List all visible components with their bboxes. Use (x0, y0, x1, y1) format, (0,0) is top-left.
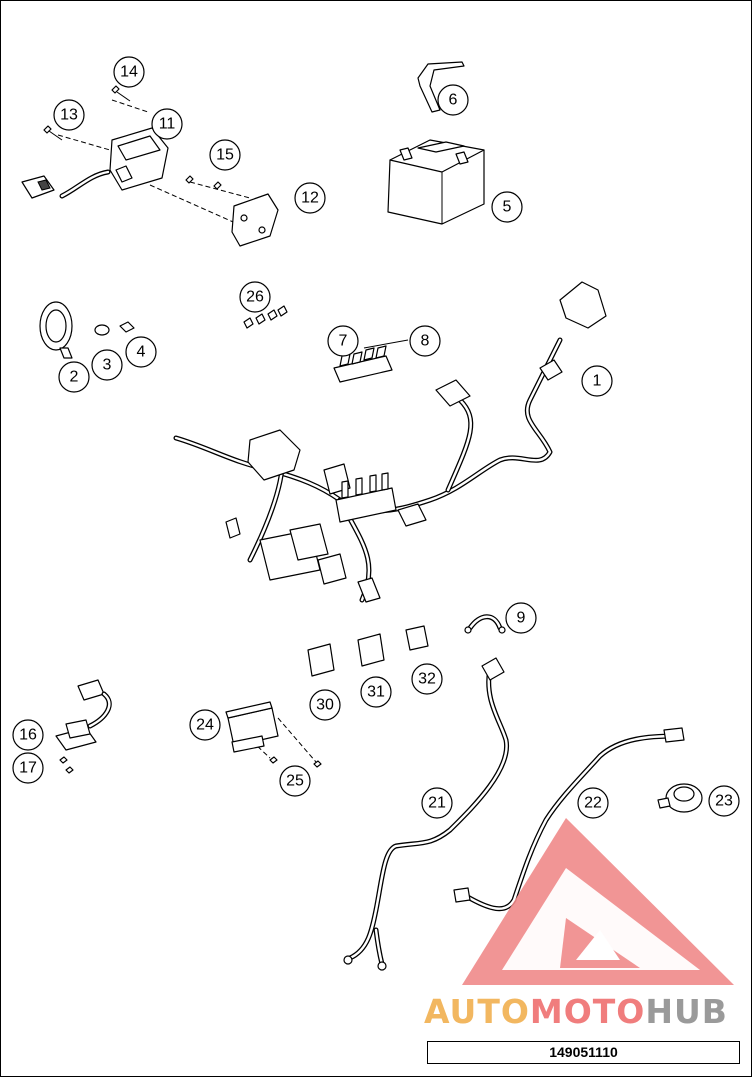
callout-15-label: 15 (216, 147, 234, 164)
callout-26: 26 (239, 281, 271, 313)
callout-17: 17 (12, 752, 44, 784)
callout-4-label: 4 (137, 344, 146, 361)
callout-13-label: 13 (60, 107, 78, 124)
callout-7: 7 (327, 325, 359, 357)
watermark-word-3: HUB (645, 992, 728, 1031)
callout-7-label: 7 (339, 333, 348, 350)
callout-6: 6 (437, 84, 469, 116)
horn-assembly (39, 301, 135, 359)
watermark-word-2: MOTO (529, 992, 646, 1031)
terminal-set (243, 305, 288, 329)
callout-1: 1 (581, 365, 613, 397)
callout-30-label: 30 (316, 697, 334, 714)
callout-21-label: 21 (428, 795, 446, 812)
callout-15: 15 (209, 139, 241, 171)
callout-2: 2 (58, 361, 90, 393)
callout-25-label: 25 (286, 773, 304, 790)
callout-8: 8 (409, 325, 441, 357)
control-unit (225, 701, 322, 768)
callout-17-label: 17 (19, 760, 37, 777)
callout-12: 12 (294, 182, 326, 214)
callout-26-label: 26 (246, 289, 264, 306)
callout-13: 13 (53, 99, 85, 131)
callout-5: 5 (491, 191, 523, 223)
callout-12-label: 12 (301, 190, 319, 207)
watermark-text: AUTOMOTOHUB (424, 992, 744, 1036)
callout-23-label: 23 (715, 793, 733, 810)
callout-32-label: 32 (418, 671, 436, 688)
callout-30: 30 (309, 689, 341, 721)
callout-1-label: 1 (593, 373, 602, 390)
callout-21: 21 (421, 787, 453, 819)
callout-14-label: 14 (120, 64, 138, 81)
regulator-assembly (21, 85, 279, 247)
callout-9-label: 9 (517, 610, 526, 627)
callout-14: 14 (113, 56, 145, 88)
cable-22 (453, 727, 685, 912)
ground-cable (464, 614, 506, 634)
solenoid (657, 783, 703, 813)
callout-16: 16 (12, 719, 44, 751)
callout-32: 32 (411, 663, 443, 695)
callout-25: 25 (279, 765, 311, 797)
callout-4: 4 (125, 336, 157, 368)
callout-11: 11 (151, 108, 183, 140)
fuse-block (333, 339, 409, 383)
callout-5-label: 5 (503, 199, 512, 216)
battery-assembly (387, 61, 485, 225)
callout-22: 22 (577, 787, 609, 819)
callout-31-label: 31 (367, 684, 385, 701)
callout-9: 9 (505, 602, 537, 634)
callout-11-label: 11 (159, 116, 176, 133)
callout-2-label: 2 (70, 369, 79, 386)
watermark-word-1: AUTO (424, 992, 530, 1031)
callout-6-label: 6 (449, 92, 458, 109)
sensor-assembly (55, 679, 112, 774)
callout-23: 23 (708, 785, 740, 817)
main-wiring-harness (173, 281, 607, 603)
callout-3-label: 3 (103, 357, 112, 374)
callout-3: 3 (91, 349, 123, 381)
drawing-number: 149051110 (427, 1041, 740, 1064)
callout-24: 24 (189, 709, 221, 741)
callout-24-label: 24 (196, 717, 214, 734)
callout-22-label: 22 (584, 795, 602, 812)
relays (307, 625, 429, 677)
cable-21 (343, 657, 509, 971)
callout-31: 31 (360, 676, 392, 708)
callout-16-label: 16 (19, 727, 37, 744)
callout-8-label: 8 (421, 333, 430, 350)
